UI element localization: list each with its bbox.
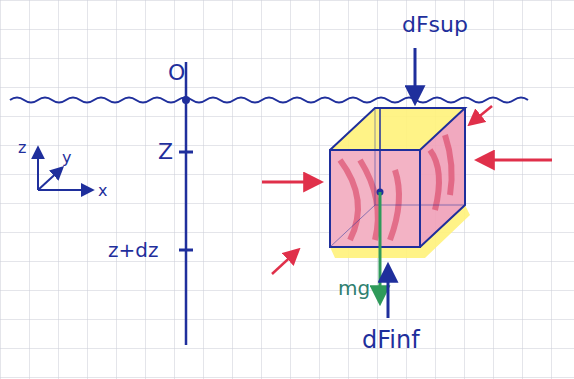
depth-label: z+dz (108, 240, 158, 260)
axis-arrow (38, 189, 92, 191)
tick (179, 151, 193, 154)
force-arrow (387, 266, 390, 318)
axis-arrow (38, 168, 62, 190)
axis-label: y (62, 150, 71, 166)
axis-label: z (18, 140, 26, 156)
water-surface (10, 98, 528, 103)
fluid-element-cube (330, 108, 470, 258)
pressure-arrow (470, 106, 492, 124)
force-label: dFinf (362, 328, 420, 352)
axis-label: x (98, 183, 107, 199)
origin-label: O (168, 62, 185, 84)
pressure-arrow (272, 250, 298, 274)
axis-arrow (37, 148, 39, 190)
depth-axis (185, 62, 188, 345)
force-arrow (414, 48, 417, 102)
origin-dot (182, 96, 190, 104)
pressure-arrow (262, 181, 320, 184)
tick (179, 249, 193, 252)
weight-label: mg (338, 278, 370, 298)
weight-arrow (379, 192, 382, 302)
depth-label: Z (158, 141, 173, 163)
pressure-arrow (478, 159, 552, 162)
force-label: dFsup (402, 14, 468, 36)
